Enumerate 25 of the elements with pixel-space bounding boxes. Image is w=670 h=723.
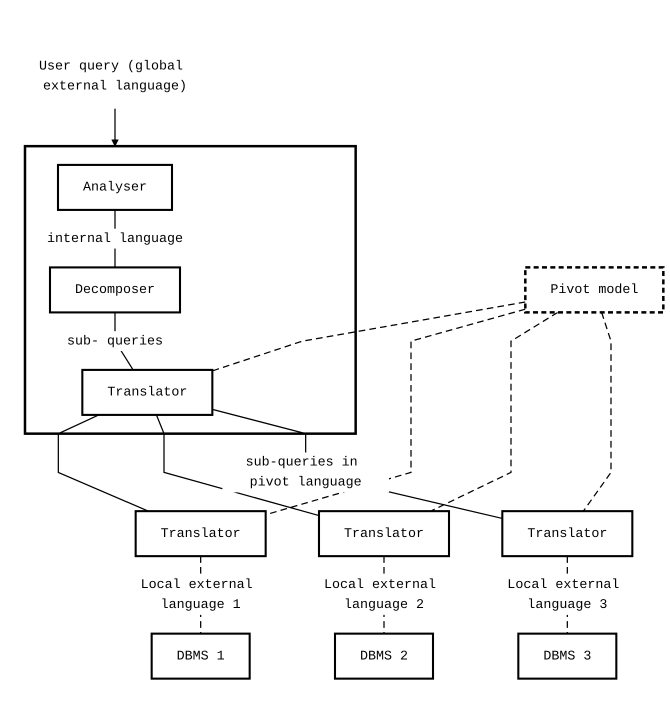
node-box: DBMS 3 (517, 632, 618, 680)
connector (582, 312, 612, 512)
node-box: Decomposer (48, 266, 182, 314)
cluster (24, 145, 357, 436)
edge-label: Local external language 3 (507, 578, 620, 613)
connector (212, 302, 526, 372)
edge-label: sub-queries in pivot language (246, 455, 362, 490)
node-text: User query (global external language) (38, 59, 187, 94)
edge-label: Local external language 1 (140, 578, 253, 613)
connector (430, 312, 558, 512)
node-box: DBMS 2 (334, 632, 434, 680)
node-box: Translator (501, 510, 634, 558)
edge-label: sub- queries (66, 334, 164, 349)
node-box: DBMS 1 (150, 632, 251, 680)
connector (58, 414, 149, 512)
node-box: Analyser (56, 164, 174, 212)
node-box: Translator (81, 369, 214, 416)
edge-label: internal language (46, 232, 184, 247)
arrow (111, 109, 119, 147)
node-box: Translator (134, 510, 267, 558)
node-box: Translator (318, 510, 450, 558)
connector (156, 415, 320, 516)
node-box: Pivot model (524, 266, 665, 314)
connector (212, 409, 502, 520)
edge-label: Local external language 2 (324, 578, 436, 613)
